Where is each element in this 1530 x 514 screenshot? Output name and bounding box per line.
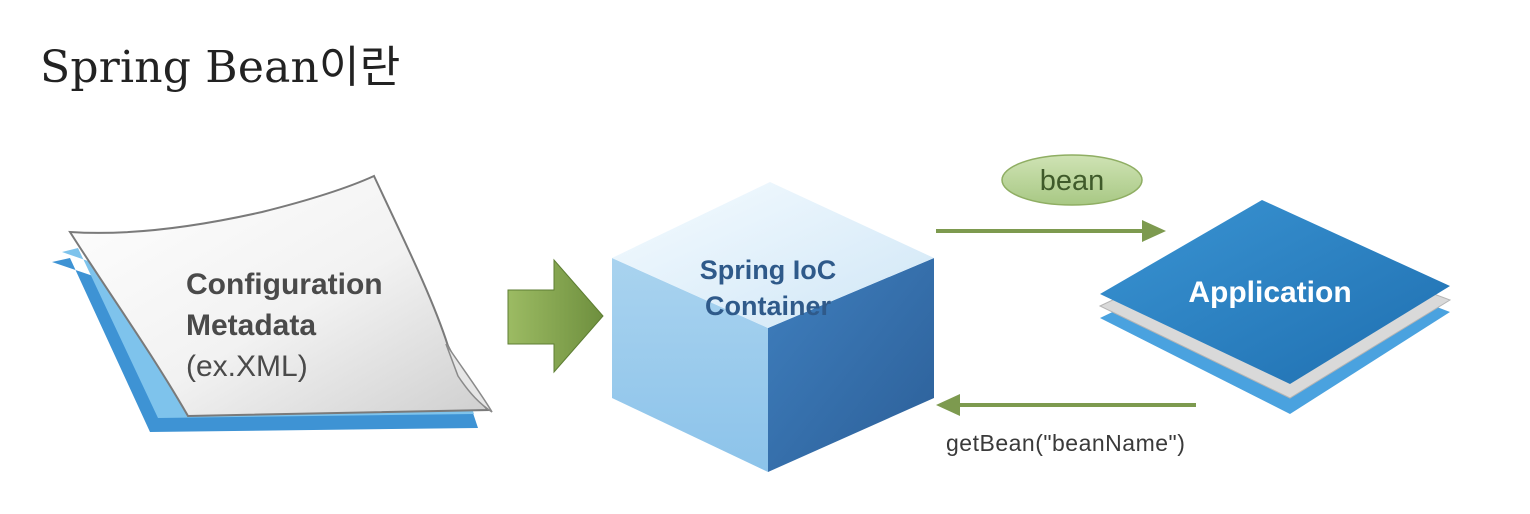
container-label-line2: Container [705, 291, 832, 321]
metadata-label-line1: Configuration [186, 268, 383, 301]
arrow-right-icon [936, 220, 1166, 242]
block-arrow-right-icon [507, 258, 604, 374]
bean-badge-label: bean [1040, 165, 1105, 197]
cube-left-face [612, 258, 768, 472]
spring-ioc-container-cube: Spring IoC Container [612, 182, 934, 472]
document-page-curl [445, 343, 493, 413]
cube-right-face [768, 258, 934, 472]
container-label-line1: Spring IoC [700, 255, 837, 285]
document-front-sheet [68, 174, 491, 418]
application-label: Application [1188, 276, 1351, 309]
application-top-layer [1100, 200, 1450, 384]
page-title: Spring Bean이란 [40, 42, 401, 93]
arrow-left-icon [936, 394, 1196, 416]
bean-badge: bean [1001, 154, 1143, 206]
get-bean-call-label: getBean("beanName") [946, 430, 1185, 456]
metadata-label-line2: Metadata [186, 309, 316, 342]
configuration-metadata-document: Configuration Metadata (ex.XML) [52, 174, 493, 432]
application-stack: Application [1098, 200, 1452, 414]
metadata-label-line3: (ex.XML) [186, 350, 308, 383]
cube-top-face [612, 182, 934, 328]
